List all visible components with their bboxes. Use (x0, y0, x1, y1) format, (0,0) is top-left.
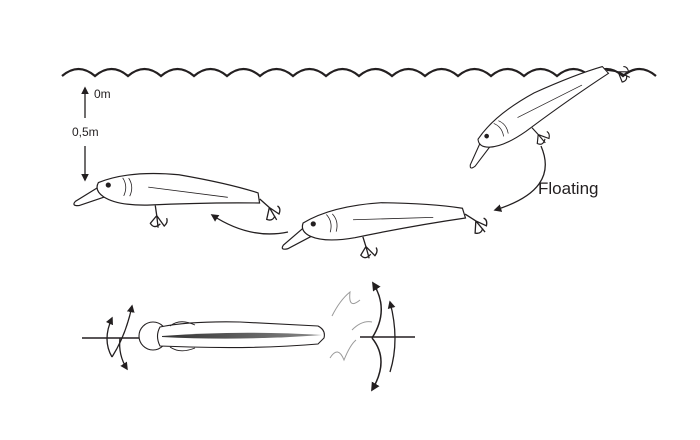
lure-rising (277, 191, 490, 268)
lure-diving (72, 168, 283, 235)
floating-label: Floating (538, 179, 599, 198)
lure-surface (453, 44, 639, 183)
lure-top-view (82, 281, 415, 392)
dive-depth-label: 0,5m (72, 125, 99, 139)
surface-depth-label: 0m (94, 87, 111, 101)
dive-arrow (210, 214, 289, 235)
water-surface (61, 67, 657, 78)
floating-arrow (493, 145, 546, 212)
